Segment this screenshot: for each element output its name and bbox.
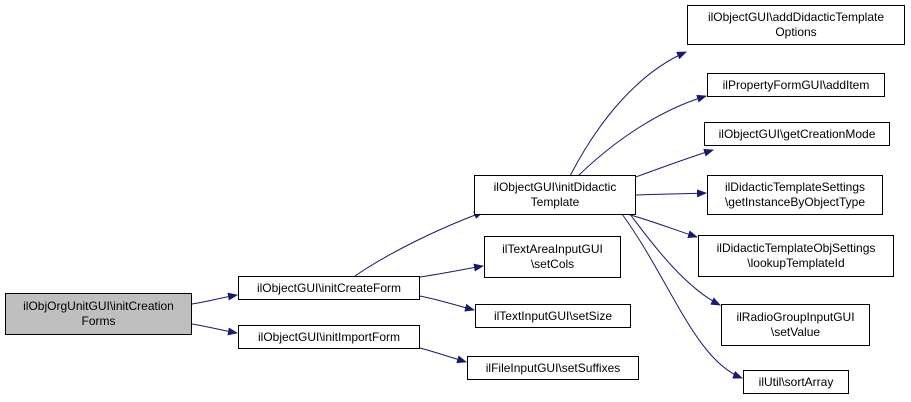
edge-initcreateform-initdidactictemplate [354, 211, 484, 277]
node-getinstancebyobjecttype-line-2: \getInstanceByObjectType [724, 195, 866, 209]
node-lookuptemplateid-line-2: \lookupTemplateId [747, 256, 845, 270]
node-initdidactictemplate-line-2: Template [530, 195, 580, 209]
node-setcols[interactable]: ilTextAreaInputGUI \setCols [484, 236, 621, 278]
node-initcreateform[interactable]: ilObjectGUI\initCreateForm [238, 276, 420, 300]
edge-initdidactictemplate-sortarray [621, 213, 743, 379]
node-root[interactable]: ilObjOrgUnitGUI\initCreation Forms [5, 293, 192, 335]
node-initdidactictemplate[interactable]: ilObjectGUI\initDidactic Template [474, 175, 636, 215]
node-lookuptemplateid-line-1: ilDidacticTemplateObjSettings [716, 241, 876, 255]
node-setcols-line-1: ilTextAreaInputGUI [502, 242, 603, 256]
node-getcreationmode[interactable]: ilObjectGUI\getCreationMode [704, 122, 890, 146]
node-lookuptemplateid[interactable]: ilDidacticTemplateObjSettings \lookupTem… [698, 235, 894, 277]
node-initimportform-label: ilObjectGUI\initImportForm [257, 329, 401, 344]
edge-initcreateform-setsize [419, 295, 475, 312]
edge-initdidactictemplate-adddidactictemplateoptions [569, 51, 687, 177]
edge-initdidactictemplate-setvalue [629, 213, 721, 306]
node-initcreateform-label: ilObjectGUI\initCreateForm [256, 280, 402, 295]
node-additem[interactable]: ilPropertyFormGUI\addItem [707, 73, 885, 97]
node-setsuffixes[interactable]: ilFileInputGUI\setSuffixes [467, 356, 639, 380]
node-setvalue[interactable]: ilRadioGroupInputGUI \setValue [721, 304, 870, 346]
node-setsize[interactable]: ilTextInputGUI\setSize [475, 304, 631, 328]
node-setvalue-line-1: ilRadioGroupInputGUI [736, 310, 855, 324]
node-getinstancebyobjecttype-line-1: ilDidacticTemplateSettings [724, 180, 866, 194]
node-adddidactictemplateoptions-line-2: Options [775, 25, 817, 39]
node-additem-label: ilPropertyFormGUI\addItem [722, 77, 870, 92]
edge-initimportform-setsuffixes [419, 347, 467, 364]
edge-root-initcreateform [191, 292, 238, 305]
node-getinstancebyobjecttype[interactable]: ilDidacticTemplateSettings \getInstanceB… [707, 175, 883, 215]
edge-initdidactictemplate-additem [577, 94, 707, 177]
node-adddidactictemplateoptions-line-1: ilObjectGUI\addDidacticTemplate [707, 10, 885, 24]
edge-initcreateform-setcols [419, 263, 484, 278]
node-getcreationmode-label: ilObjectGUI\getCreationMode [718, 126, 876, 141]
node-initimportform[interactable]: ilObjectGUI\initImportForm [238, 325, 420, 349]
node-root-line-2: Forms [81, 314, 116, 328]
node-sortarray-label: ilUtil\sortArray [758, 374, 834, 389]
node-root-line-1: ilObjOrgUnitGUI\initCreation [23, 299, 174, 313]
node-setcols-line-2: \setCols [530, 257, 575, 271]
node-setvalue-line-2: \setValue [770, 325, 821, 339]
edge-root-initimportform [191, 323, 238, 336]
node-initdidactictemplate-line-1: ilObjectGUI\initDidactic [493, 180, 617, 194]
node-setsuffixes-label: ilFileInputGUI\setSuffixes [485, 360, 621, 375]
edge-initdidactictemplate-getinstancebyobjecttype [635, 189, 707, 198]
node-sortarray[interactable]: ilUtil\sortArray [743, 370, 849, 394]
node-setsize-label: ilTextInputGUI\setSize [493, 308, 613, 323]
node-adddidactictemplateoptions[interactable]: ilObjectGUI\addDidacticTemplate Options [687, 5, 905, 45]
